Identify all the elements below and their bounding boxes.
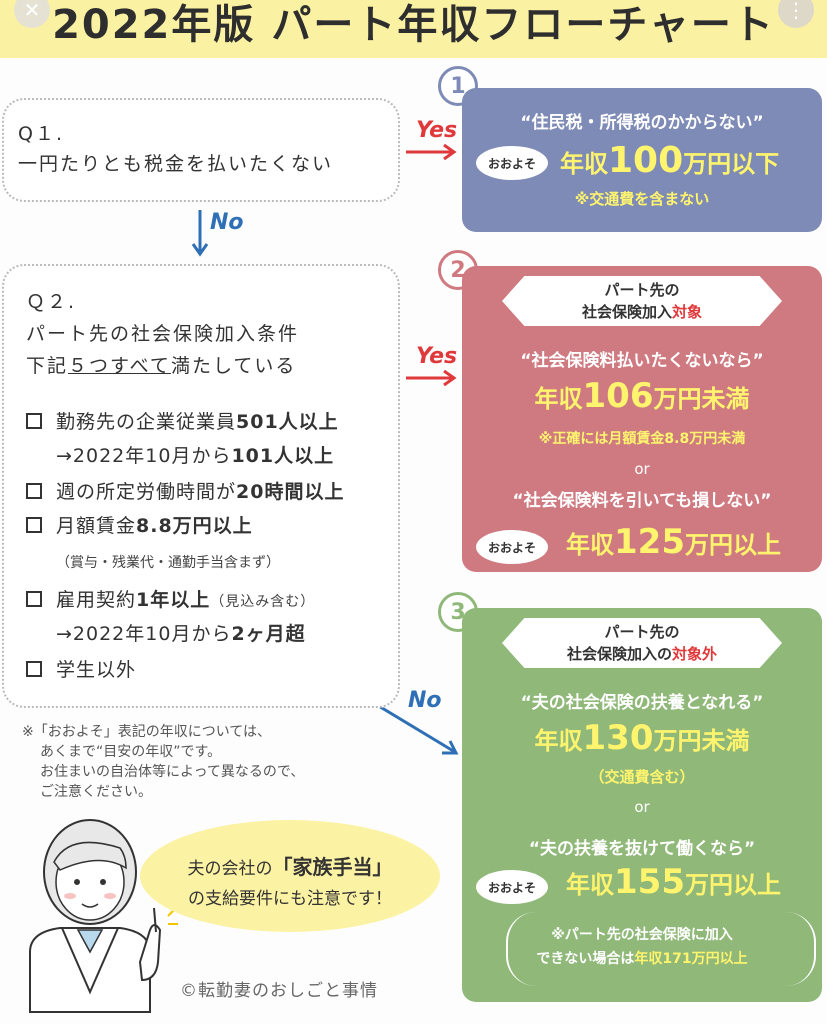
- woman-illustration: [29, 819, 178, 1013]
- panel3-amount2: 年収155万円以上: [566, 862, 781, 902]
- checkbox-icon: [26, 661, 42, 677]
- no1-label: No: [210, 210, 244, 235]
- panel3-amount1: 年収130万円未満: [534, 718, 750, 758]
- panel2-banner: パート先の 社会保険加入対象: [502, 276, 782, 326]
- q2-label: Ｑ２.: [26, 291, 77, 313]
- panel3-bubble: おおよそ: [476, 870, 548, 904]
- panel2: パート先の 社会保険加入対象 “社会保険料払いたくないなら” 年収106万円未満…: [462, 266, 822, 572]
- panel2-note1: ※正確には月額賃金8.8万円未満: [538, 431, 746, 447]
- panel1-quote: “住民税・所得税のかからない”: [520, 113, 764, 133]
- condition-employees: 勤務先の企業従業員501人以上: [26, 406, 339, 438]
- q2-box: Ｑ２. パート先の社会保険加入条件 下記５つすべて満たしている 勤務先の企業従業…: [2, 264, 400, 708]
- panel1-number: 1: [438, 66, 478, 106]
- panel2-quote2: “社会保険料を引いても損しない”: [512, 491, 772, 511]
- footnote: ※「おおよそ」表記の年収については、 あくまで“目安の年収”です。 お住まいの自…: [22, 724, 305, 800]
- panel3-quote2: “夫の扶養を抜けて働くなら”: [528, 839, 756, 859]
- panel2-or: or: [634, 460, 650, 478]
- checkbox-icon: [26, 483, 42, 499]
- condition-contract: 雇用契約1年以上（見込み含む）: [26, 584, 315, 618]
- panel3-quote1: “夫の社会保険の扶養となれる”: [520, 693, 764, 713]
- condition-student: 学生以外: [26, 654, 136, 686]
- condition-wage: 月額賃金8.8万円以上: [26, 510, 253, 542]
- panel1-amount: 年収100万円以下: [560, 140, 780, 181]
- panel3: パート先の 社会保険加入の対象外 “夫の社会保険の扶養となれる” 年収130万円…: [462, 608, 822, 1002]
- panel1-bubble: おおよそ: [476, 146, 548, 180]
- panel2-quote1: “社会保険料払いたくないなら”: [520, 351, 764, 371]
- panel3-note1: （交通費含む）: [589, 768, 695, 786]
- checkbox-icon: [26, 591, 42, 607]
- no2-arrow: [371, 700, 456, 754]
- q2-line1: パート先の社会保険加入条件: [26, 323, 300, 345]
- panel3-banner: パート先の 社会保険加入の対象外: [502, 618, 782, 668]
- panel3-note2a: ※パート先の社会保険に加入: [551, 927, 733, 943]
- condition-hours: 週の所定労働時間が20時間以上: [26, 476, 344, 508]
- speech-text: 夫の会社の「家族手当」 の支給要件にも注意です！: [187, 855, 393, 909]
- checkbox-icon: [26, 413, 42, 429]
- condition-contract-2022: →2022年10月から2ヶ月超: [56, 623, 306, 645]
- panel1: “住民税・所得税のかからない” おおよそ 年収100万円以下 ※交通費を含まない: [462, 88, 822, 232]
- panel2-bubble: おおよそ: [476, 530, 548, 564]
- panel2-amount1: 年収106万円未満: [534, 376, 750, 416]
- condition-wage-note: （賞与・残業代・通勤手当含まず）: [56, 555, 280, 571]
- panel2-amount2: 年収125万円以上: [566, 522, 781, 562]
- page-title: 2022年版 パート年収フローチャート: [52, 2, 775, 48]
- credit-text: ©転勤妻のおしごと事情: [180, 981, 378, 1001]
- condition-employees-2022: →2022年10月から101人以上: [56, 445, 335, 467]
- checkbox-icon: [26, 517, 42, 533]
- q1-label: Q１.: [18, 123, 64, 145]
- no2-label: No: [408, 688, 442, 713]
- panel3-or: or: [634, 798, 650, 816]
- close-icon[interactable]: ✕: [14, 0, 50, 28]
- menu-icon[interactable]: ⋮: [778, 0, 814, 28]
- panel3-note-bracket: [506, 912, 816, 986]
- q2-line2: 下記５つすべて満たしている: [26, 355, 297, 377]
- panel1-note: ※交通費を含まない: [574, 190, 710, 208]
- q1-box: Q１. 一円たりとも税金を払いたくない: [2, 98, 400, 202]
- q1-text: 一円たりとも税金を払いたくない: [18, 153, 334, 175]
- panel3-note2b: できない場合は年収171万円以上: [536, 951, 748, 967]
- yes2-label: Yes: [416, 344, 458, 369]
- speech-bubble: [140, 820, 440, 932]
- title-band: [0, 0, 827, 58]
- yes1-label: Yes: [416, 118, 458, 143]
